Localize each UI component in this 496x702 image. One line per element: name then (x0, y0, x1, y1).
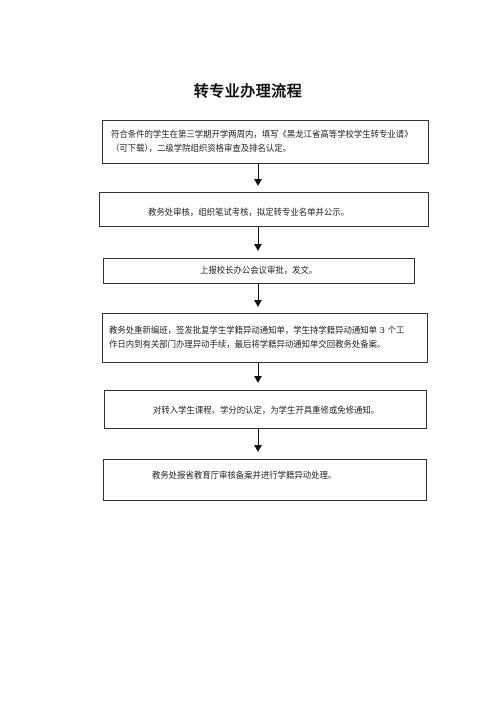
flow-step-4-box: 教务处重新编班，签发批复学生学籍异动通知单，学生持学籍异动通知单 3 个工 作日… (102, 313, 428, 363)
step-1-line-2: （可下载），二级学院组织资格审查及排名认定。 (111, 143, 292, 153)
step-1-line-1: 符合条件的学生在第三学期开学两周内，填写《黑龙江省高等学校学生转专业请》 (111, 129, 413, 139)
flow-arrow-4 (254, 363, 264, 383)
flow-step-6-box: 教务处报省教育厅审核备案并进行学籍异动处理。 (103, 459, 427, 501)
step-5-line-1: 对转入学生课程、学分的认定，为学生开具重修或免修通知。 (153, 405, 380, 415)
flow-step-3-box: 上报校长办公会议审批，发文。 (103, 258, 415, 284)
step-4-line-1: 教务处重新编班，签发批复学生学籍异动通知单，学生持学籍异动通知单 3 个工 (109, 325, 405, 335)
page-title: 转专业办理流程 (193, 82, 303, 100)
flow-arrow-3 (254, 284, 264, 307)
flow-step-1-box: 符合条件的学生在第三学期开学两周内，填写《黑龙江省高等学校学生转专业请》 （可下… (102, 120, 429, 164)
flow-step-5-box: 对转入学生课程、学分的认定，为学生开具重修或免修通知。 (104, 390, 427, 429)
flow-arrow-2 (254, 227, 264, 251)
step-4-line-2: 作日内到有关部门办理异动手续，最后将学籍异动通知单交回教务处备案。 (109, 339, 386, 349)
step-2-line-1: 教务处审核，组织笔试考核，拟定转专业名单并公示。 (148, 207, 349, 217)
flow-arrow-1 (254, 164, 264, 186)
step-6-line-1: 教务处报省教育厅审核备案并进行学籍异动处理。 (152, 470, 337, 480)
step-3-line-1: 上报校长办公会议审批，发文。 (200, 265, 318, 275)
flow-arrow-5 (254, 429, 264, 452)
flow-step-2-box: 教务处审核，组织笔试考核，拟定转专业名单并公示。 (99, 192, 429, 227)
